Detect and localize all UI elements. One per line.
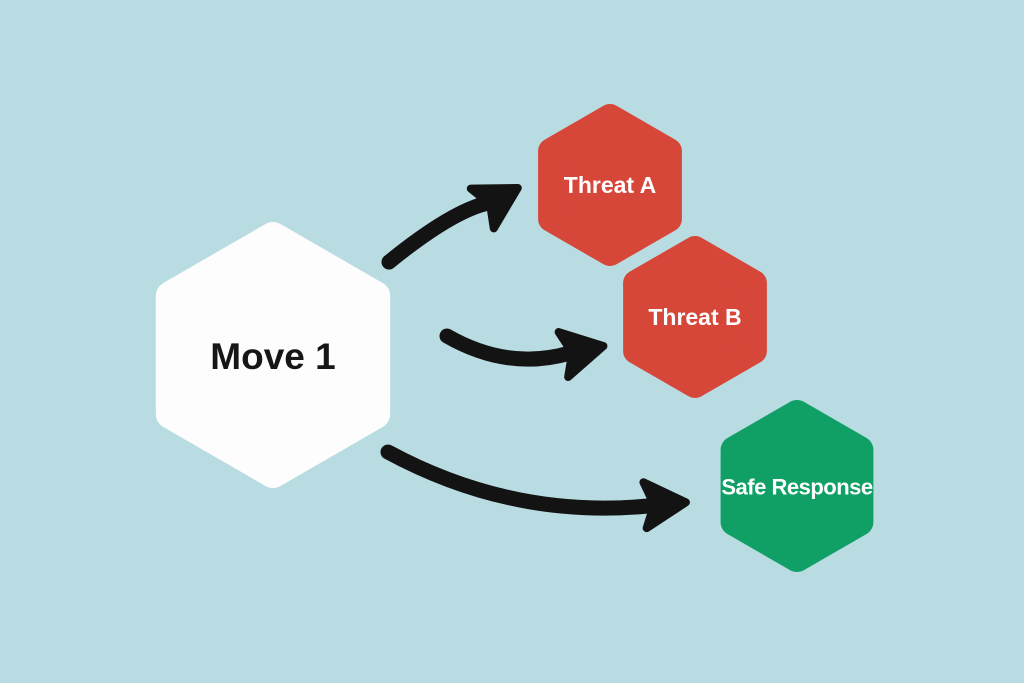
node-move-1: Move 1	[155, 222, 391, 488]
node-threat-b: Threat B	[623, 236, 767, 398]
arrow-shaft	[380, 444, 656, 516]
node-threat-a: Threat A	[538, 104, 682, 266]
arrow-shaft	[381, 195, 496, 270]
node-safe-response: Safe Response	[720, 400, 874, 572]
arrow-shaft	[439, 328, 578, 367]
arrow-head-icon	[639, 478, 690, 533]
arrow-move1-to-threat-a	[381, 184, 522, 270]
node-threat-a-label: Threat A	[564, 172, 656, 198]
hexagon-move-1	[155, 222, 391, 488]
hexagon-safe-response	[720, 400, 874, 572]
arrow-head-icon	[466, 184, 522, 233]
hexagon-threat-b	[623, 236, 767, 398]
node-move-1-label: Move 1	[210, 336, 335, 377]
hexagon-threat-a	[538, 104, 682, 266]
arrow-head-icon	[554, 328, 608, 382]
arrow-move1-to-safe-response	[380, 444, 690, 533]
node-threat-b-label: Threat B	[648, 304, 741, 330]
arrow-move1-to-threat-b	[439, 328, 608, 382]
node-safe-response-label: Safe Response	[721, 475, 872, 500]
